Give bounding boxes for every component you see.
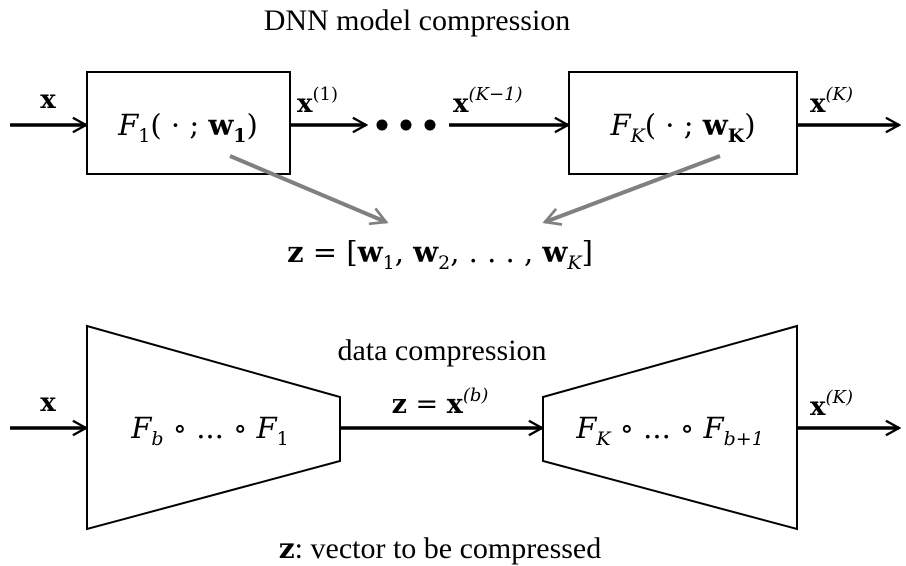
top-xk1-label: x(K−1) bbox=[453, 84, 523, 119]
top-input-label: x bbox=[40, 85, 56, 115]
ellipsis-dot bbox=[376, 119, 388, 131]
top-x1-label: x(1) bbox=[297, 84, 338, 119]
decoder-trapezoid bbox=[542, 324, 798, 531]
gray-arrow-w1 bbox=[229, 154, 389, 226]
encoder-label: Fb ∘ ... ∘ F1 bbox=[130, 411, 288, 450]
param-vector-label: z = [w1, w2, . . . , wK] bbox=[287, 235, 593, 274]
block-fk bbox=[568, 71, 798, 175]
bottom-xk-label: x(K) bbox=[810, 387, 853, 422]
encoder-trapezoid bbox=[86, 324, 341, 531]
bottom-title: data compression bbox=[337, 334, 546, 367]
caption: z: vector to be compressed bbox=[279, 532, 601, 565]
ellipsis-dot bbox=[400, 119, 412, 131]
block-f1 bbox=[86, 71, 291, 175]
decoder-label: FK ∘ ... ∘ Fb+1 bbox=[575, 411, 764, 450]
ellipsis-dot bbox=[424, 119, 436, 131]
block-fk-label: FK( · ; wK) bbox=[609, 108, 755, 147]
gray-arrow-wk bbox=[542, 154, 721, 226]
top-title: DNN model compression bbox=[264, 4, 571, 37]
latent-label: z = x(b) bbox=[392, 385, 489, 420]
block-f1-label: F1( · ; w1) bbox=[117, 108, 258, 147]
bottom-input-label: x bbox=[40, 388, 56, 418]
top-xk-label: x(K) bbox=[810, 84, 853, 119]
